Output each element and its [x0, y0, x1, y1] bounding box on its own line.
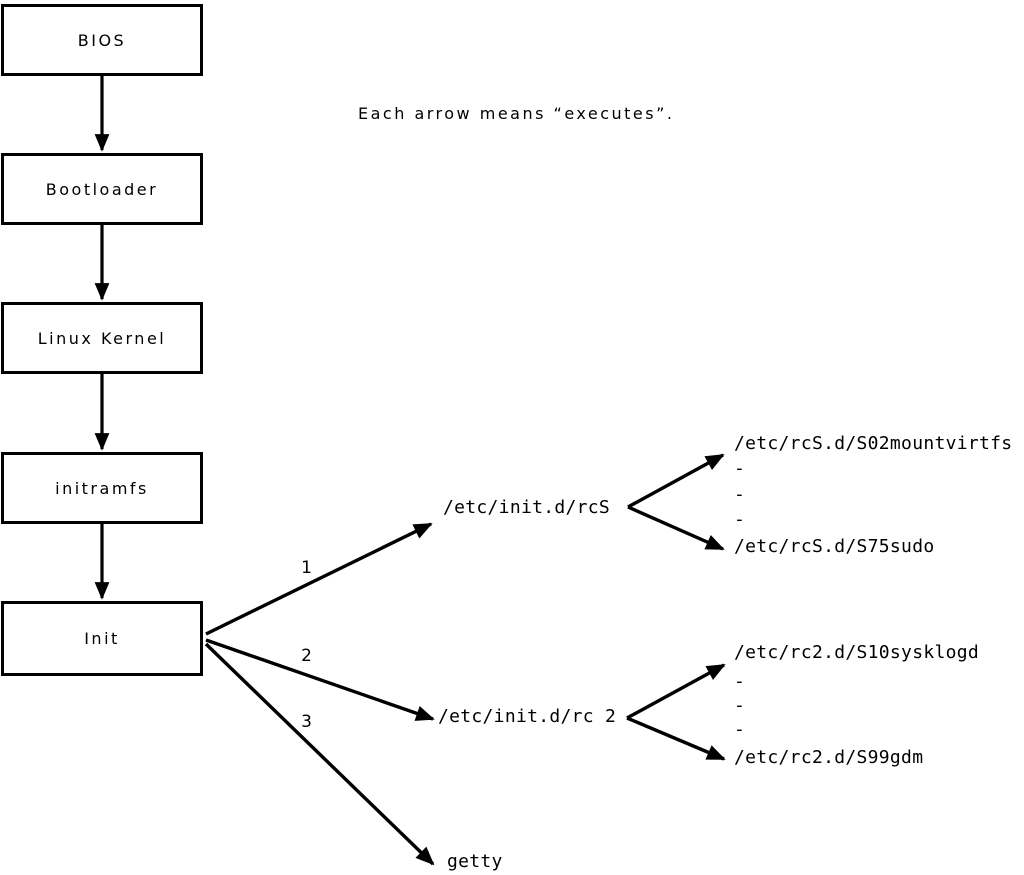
arrow-rc2-to-s99gdm: [626, 716, 726, 761]
node-init-label: Init: [84, 629, 120, 648]
edge-label-1: 1: [301, 558, 313, 578]
node-bios: BIOS: [1, 4, 203, 76]
edge-label-2: 2: [301, 646, 313, 666]
rcs-ellipsis-dash: -: [734, 458, 746, 480]
target-rc2-script: /etc/init.d/rc 2: [438, 706, 617, 728]
target-rcs-script: /etc/init.d/rcS: [443, 497, 611, 519]
node-linux-kernel-label: Linux Kernel: [37, 328, 167, 348]
rc2-ellipsis-dash: -: [734, 695, 746, 717]
arrow-rc2-to-s10sysklogd: [626, 663, 726, 720]
rc2-ellipsis-dash: -: [734, 671, 746, 693]
rcs-ellipsis-dash: -: [734, 484, 746, 506]
arrow-rcs-to-s75sudo: [627, 505, 725, 551]
node-linux-kernel: Linux Kernel: [1, 302, 203, 374]
node-initramfs-label: initramfs: [55, 478, 149, 498]
legend-note: Each arrow means “executes”.: [358, 104, 675, 124]
node-init: Init: [1, 601, 203, 676]
target-s99gdm: /etc/rc2.d/S99gdm: [734, 747, 924, 769]
node-initramfs: initramfs: [1, 452, 203, 524]
target-getty: getty: [447, 851, 503, 873]
node-bootloader: Bootloader: [1, 153, 203, 225]
node-bootloader-label: Bootloader: [45, 179, 159, 199]
arrow-init-to-rcs: [205, 522, 433, 636]
arrow-init-to-rc2: [205, 638, 435, 721]
arrow-rcs-to-s02mountvirtfs: [627, 453, 725, 509]
target-s10sysklogd: /etc/rc2.d/S10sysklogd: [734, 642, 980, 664]
rc2-ellipsis-dash: -: [734, 719, 746, 741]
target-s75sudo: /etc/rcS.d/S75sudo: [734, 536, 935, 558]
target-s02mountvirtfs: /etc/rcS.d/S02mountvirtfs: [734, 433, 1013, 455]
rcs-ellipsis-dash: -: [734, 509, 746, 531]
node-bios-label: BIOS: [77, 30, 127, 50]
edge-label-3: 3: [301, 712, 313, 732]
arrow-init-to-getty: [204, 642, 435, 866]
